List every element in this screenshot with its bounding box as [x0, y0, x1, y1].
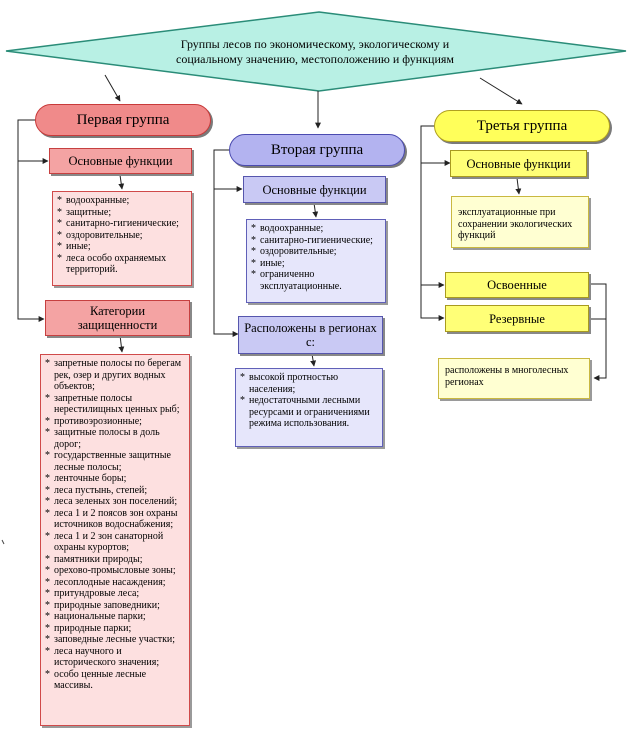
list-item: природные парки; [45, 623, 185, 635]
list-item: природные заповедники; [45, 600, 185, 612]
list-item: леса особо охраняемых территорий. [57, 253, 187, 276]
list-item: леса зеленых зон поселений; [45, 496, 185, 508]
list-item: оздоровительные; [251, 246, 381, 258]
second-functions-header: Основные функции [243, 176, 386, 203]
first-group-pill: Первая группа [35, 104, 211, 136]
first-functions-header: Основные функции [49, 148, 192, 174]
diagram-title: Группы лесов по экономическому, экологич… [176, 37, 454, 66]
list-item: запретные полосы нерестилищных ценных ры… [45, 393, 185, 416]
third-functions-header-label: Основные функции [466, 156, 571, 171]
list-item: притундровые леса; [45, 588, 185, 600]
second-functions-list: водоохранные;санитарно-гигиенические;озд… [246, 219, 386, 303]
list-item: недостаточными лесными ресурсами и огран… [240, 395, 378, 430]
third-functions-header: Основные функции [450, 150, 587, 177]
first-group-label: Первая группа [76, 111, 170, 128]
list-item: орехово-промысловые зоны; [45, 565, 185, 577]
list-item: особо ценные лесные массивы. [45, 669, 185, 692]
title-diamond [5, 11, 627, 92]
third-location-box: расположены в многолесных регионах [438, 358, 590, 399]
third-functions-text: эксплуатационные при сохранении экологич… [458, 207, 573, 241]
list-item: леса пустынь, степей; [45, 485, 185, 497]
list-item: защитные полосы в доль дорог; [45, 427, 185, 450]
list-item: леса 1 и 2 поясов зон охраны источников … [45, 508, 185, 531]
list-item: иные; [57, 241, 187, 253]
third-group-pill: Третья группа [434, 110, 610, 142]
list-item: запретные полосы по берегам рек, озер и … [45, 358, 185, 393]
list-item: лесоплодные насаждения; [45, 577, 185, 589]
third-developed-box: Освоенные [445, 272, 589, 298]
list-item: оздоровительные; [57, 230, 187, 242]
second-regions-header-label: Расположены в регионах с: [244, 321, 377, 349]
list-item: ограниченно эксплуатационные. [251, 269, 381, 292]
second-group-label: Вторая группа [270, 141, 364, 158]
list-item: леса научного и исторического значения; [45, 646, 185, 669]
list-item: леса 1 и 2 зон санаторной охраны курорто… [45, 531, 185, 554]
list-item: водоохранные; [57, 195, 187, 207]
list-item: ленточные боры; [45, 473, 185, 485]
second-regions-list: высокой протностью населения;недостаточн… [235, 368, 383, 447]
first-categories-header: Категории защищенности [45, 300, 190, 336]
first-categories-header-label: Категории защищенности [77, 304, 158, 332]
list-item: защитные; [57, 207, 187, 219]
list-item: высокой протностью населения; [240, 372, 378, 395]
third-reserve-box: Резервные [445, 305, 589, 332]
third-group-label: Третья группа [476, 117, 568, 134]
second-regions-header: Расположены в регионах с: [238, 316, 383, 354]
list-item: иные; [251, 258, 381, 270]
list-item: государственные защитные лесные полосы; [45, 450, 185, 473]
list-item: санитарно-гигиенические; [251, 235, 381, 247]
first-functions-list: водоохранные;защитные;санитарно-гигиенич… [52, 191, 192, 286]
third-location-text: расположены в многолесных регионах [445, 365, 569, 388]
list-item: санитарно-гигиенические; [57, 218, 187, 230]
third-functions-box: эксплуатационные при сохранении экологич… [451, 196, 589, 248]
list-item: водоохранные; [251, 223, 381, 235]
list-item: заповедные лесные участки; [45, 634, 185, 646]
second-functions-header-label: Основные функции [262, 182, 367, 197]
third-developed-label: Освоенные [487, 278, 547, 292]
first-functions-header-label: Основные функции [68, 154, 173, 168]
second-group-pill: Вторая группа [229, 134, 405, 166]
first-categories-list: запретные полосы по берегам рек, озер и … [40, 354, 190, 726]
list-item: национальные парки; [45, 611, 185, 623]
list-item: памятники природы; [45, 554, 185, 566]
list-item: противоэрозионные; [45, 416, 185, 428]
third-reserve-label: Резервные [489, 311, 545, 326]
